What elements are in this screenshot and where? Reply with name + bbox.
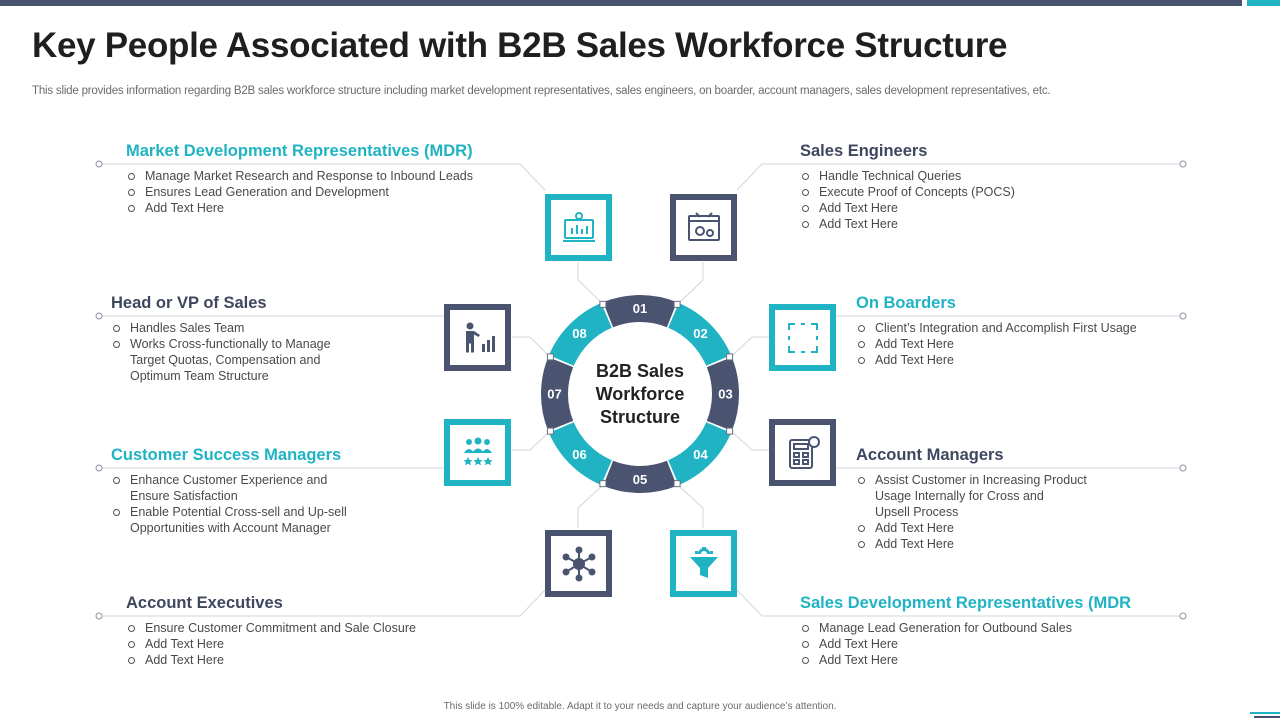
- ring-marker: [726, 353, 734, 361]
- bottom-accent: [1250, 712, 1280, 714]
- center-title-line-2: Workforce: [595, 384, 685, 404]
- section-heading: Head or VP of Sales: [111, 294, 267, 312]
- page-title: Key People Associated with B2B Sales Wor…: [32, 26, 1008, 65]
- ring-marker: [546, 427, 554, 435]
- ring-marker: [673, 480, 681, 488]
- section-heading: On Boarders: [856, 294, 956, 312]
- bullet-list: Manage Market Research and Response to I…: [126, 168, 473, 216]
- section-heading: Account Managers: [856, 446, 1004, 464]
- ring-segment-1: [603, 295, 677, 328]
- list-item: Assist Customer in Increasing Product: [856, 472, 1087, 488]
- list-item: Add Text Here: [126, 636, 416, 652]
- section-heading: Sales Engineers: [800, 142, 928, 160]
- bullet-list: Enhance Customer Experience and Ensure S…: [111, 472, 347, 536]
- ring-number-03: 03: [718, 387, 732, 402]
- team-rating-icon: [444, 419, 511, 486]
- section-on-boarders: On Boarders Client’s Integration and Acc…: [856, 293, 1137, 368]
- bullet-list: Ensure Customer Commitment and Sale Clos…: [126, 620, 416, 668]
- section-customer-success-managers: Customer Success Managers Enhance Custom…: [111, 445, 347, 536]
- section-sales-engineers: Sales Engineers Handle Technical Queries…: [800, 141, 1015, 232]
- ring-number-01: 01: [633, 301, 647, 316]
- list-item: Add Text Here: [126, 652, 416, 668]
- list-item: Enable Potential Cross-sell and Up-sell: [111, 504, 347, 520]
- ring-number-02: 02: [693, 326, 707, 341]
- list-item-continuation: Usage Internally for Cross and: [875, 489, 1044, 503]
- list-item-continuation: Optimum Team Structure: [130, 369, 269, 383]
- center-title-line-1: B2B Sales: [595, 361, 685, 381]
- bullet-list: Assist Customer in Increasing Product Us…: [856, 472, 1087, 552]
- list-item: Client’s Integration and Accomplish Firs…: [856, 320, 1137, 336]
- list-item: Handles Sales Team: [111, 320, 331, 336]
- center-title-line-3: Structure: [599, 407, 680, 427]
- list-item-continuation: Opportunities with Account Manager: [130, 521, 331, 535]
- funnel-gear-icon: [670, 530, 737, 597]
- list-item: Enhance Customer Experience and: [111, 472, 347, 488]
- top-bar: [0, 0, 1242, 6]
- analytics-dashboard-icon: [545, 194, 612, 261]
- section-market-development-representatives: Market Development Representatives (MDR)…: [126, 141, 473, 216]
- section-account-managers: Account Managers Assist Customer in Incr…: [856, 445, 1087, 552]
- list-item: Add Text Here: [856, 336, 1137, 352]
- ring-marker: [599, 300, 607, 308]
- tools-gears-icon: [670, 194, 737, 261]
- section-head-or-vp-of-sales: Head or VP of Sales Handles Sales Team W…: [111, 293, 331, 384]
- list-item: Add Text Here: [800, 636, 1131, 652]
- ring-segment-7: [541, 357, 574, 431]
- list-item: Add Text Here: [856, 536, 1087, 552]
- ring-segment-6: [548, 422, 612, 486]
- list-item: Handle Technical Queries: [800, 168, 1015, 184]
- page-subtitle: This slide provides information regardin…: [32, 85, 1051, 97]
- ring-number-07: 07: [547, 387, 561, 402]
- ring-number-06: 06: [572, 447, 586, 462]
- list-item: Ensures Lead Generation and Development: [126, 184, 473, 200]
- footer-note: This slide is 100% editable. Adapt it to…: [443, 701, 837, 712]
- ring-segment-8: [548, 302, 612, 366]
- section-heading: Sales Development Representatives (MDR: [800, 594, 1132, 612]
- list-item: Ensure Customer Commitment and Sale Clos…: [126, 620, 416, 636]
- ring-number-08: 08: [572, 326, 586, 341]
- top-bar-accent: [1247, 0, 1280, 6]
- ring-segment-2: [668, 302, 732, 366]
- ring-marker: [673, 300, 681, 308]
- ring-marker: [726, 427, 734, 435]
- list-item-continuation: Target Quotas, Compensation and: [130, 353, 321, 367]
- bottom-accent-secondary: [1254, 716, 1280, 718]
- bullet-list: Client’s Integration and Accomplish Firs…: [856, 320, 1137, 368]
- bullet-list: Handle Technical Queries Execute Proof o…: [800, 168, 1015, 232]
- center-title: B2B Sales Workforce Structure: [565, 360, 715, 429]
- list-item: Manage Market Research and Response to I…: [126, 168, 473, 184]
- ring-marker: [599, 480, 607, 488]
- list-item: Add Text Here: [856, 352, 1137, 368]
- list-item: Add Text Here: [856, 520, 1087, 536]
- ring-number-05: 05: [633, 472, 647, 487]
- list-item: Execute Proof of Concepts (POCS): [800, 184, 1015, 200]
- bullet-list: Manage Lead Generation for Outbound Sale…: [800, 620, 1131, 668]
- list-item: Add Text Here: [800, 200, 1015, 216]
- section-heading: Account Executives: [126, 594, 283, 612]
- center-ring: 01 02 03 04 05 06 07 08: [541, 295, 739, 493]
- list-item: Add Text Here: [800, 216, 1015, 232]
- network-hub-icon: [545, 530, 612, 597]
- ring-number-04: 04: [693, 447, 708, 462]
- list-item: Works Cross-functionally to Manage: [111, 336, 331, 352]
- section-heading: Customer Success Managers: [111, 446, 342, 464]
- ring-segment-3: [706, 357, 739, 431]
- ring-segment-4: [668, 422, 732, 486]
- list-item-continuation: Ensure Satisfaction: [130, 489, 238, 503]
- ring-marker: [546, 353, 554, 361]
- list-item: Add Text Here: [126, 200, 473, 216]
- list-item: Manage Lead Generation for Outbound Sale…: [800, 620, 1131, 636]
- ring-segment-5: [603, 460, 677, 493]
- focus-frame-icon: [769, 304, 836, 371]
- section-sales-development-representatives: Sales Development Representatives (MDR M…: [800, 593, 1131, 668]
- bullet-list: Handles Sales Team Works Cross-functiona…: [111, 320, 331, 384]
- list-item: Add Text Here: [800, 652, 1131, 668]
- section-heading: Market Development Representatives (MDR): [126, 142, 473, 160]
- list-item-continuation: Upsell Process: [875, 505, 959, 519]
- calculator-user-icon: [769, 419, 836, 486]
- section-account-executives: Account Executives Ensure Customer Commi…: [126, 593, 416, 668]
- presenter-chart-icon: [444, 304, 511, 371]
